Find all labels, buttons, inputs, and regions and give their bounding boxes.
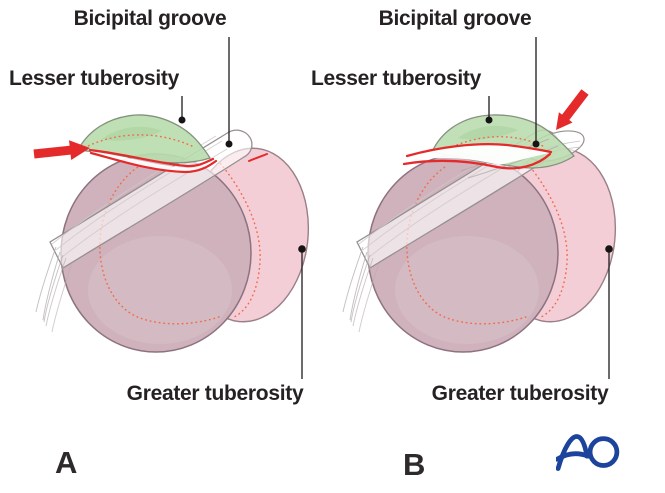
- osteotomy-incision-line-lower: [402, 152, 552, 170]
- panel-a-overlay: [33, 114, 268, 174]
- panel-b-overlay: [402, 89, 589, 179]
- fracture-dotted-line-lesser-tuberosity: [87, 134, 195, 148]
- label-greater-tuberosity-b: Greater tuberosity: [431, 382, 609, 405]
- ao-logo-letter-o: [587, 436, 620, 468]
- fracture-dotted-line-lesser-tuberosity: [447, 136, 546, 150]
- osteotomy-incision-line-upper: [88, 148, 215, 168]
- ao-logo-strokes: [556, 434, 620, 471]
- osteotomy-incision-line-upper: [405, 142, 553, 158]
- red-arrow-icon: [556, 89, 589, 130]
- lesser-tuberosity-shading: [458, 125, 518, 140]
- red-arrow-icon: [33, 140, 90, 160]
- label-bicipital-groove-b: Bicipital groove: [378, 7, 532, 30]
- ao-logo: [556, 434, 620, 471]
- label-lesser-tuberosity-b: Lesser tuberosity: [311, 67, 481, 90]
- lesser-tuberosity-shading: [102, 126, 162, 141]
- osteotomy-incision-line-right: [248, 153, 268, 162]
- panel-letter-b: B: [403, 447, 426, 482]
- label-lesser-tuberosity-a: Lesser tuberosity: [9, 67, 179, 90]
- ao-logo-letter-a: [556, 434, 590, 471]
- tendon-edge-through-fragment: [467, 145, 559, 179]
- osteotomy-gap: [91, 151, 214, 171]
- label-greater-tuberosity-a: Greater tuberosity: [126, 382, 304, 405]
- osteotomy-incision-line-lower: [89, 151, 218, 174]
- panel-letter-a: A: [55, 445, 78, 480]
- ao-logo-letter-a-crossbar: [556, 451, 591, 462]
- label-bicipital-groove-a: Bicipital groove: [73, 7, 227, 30]
